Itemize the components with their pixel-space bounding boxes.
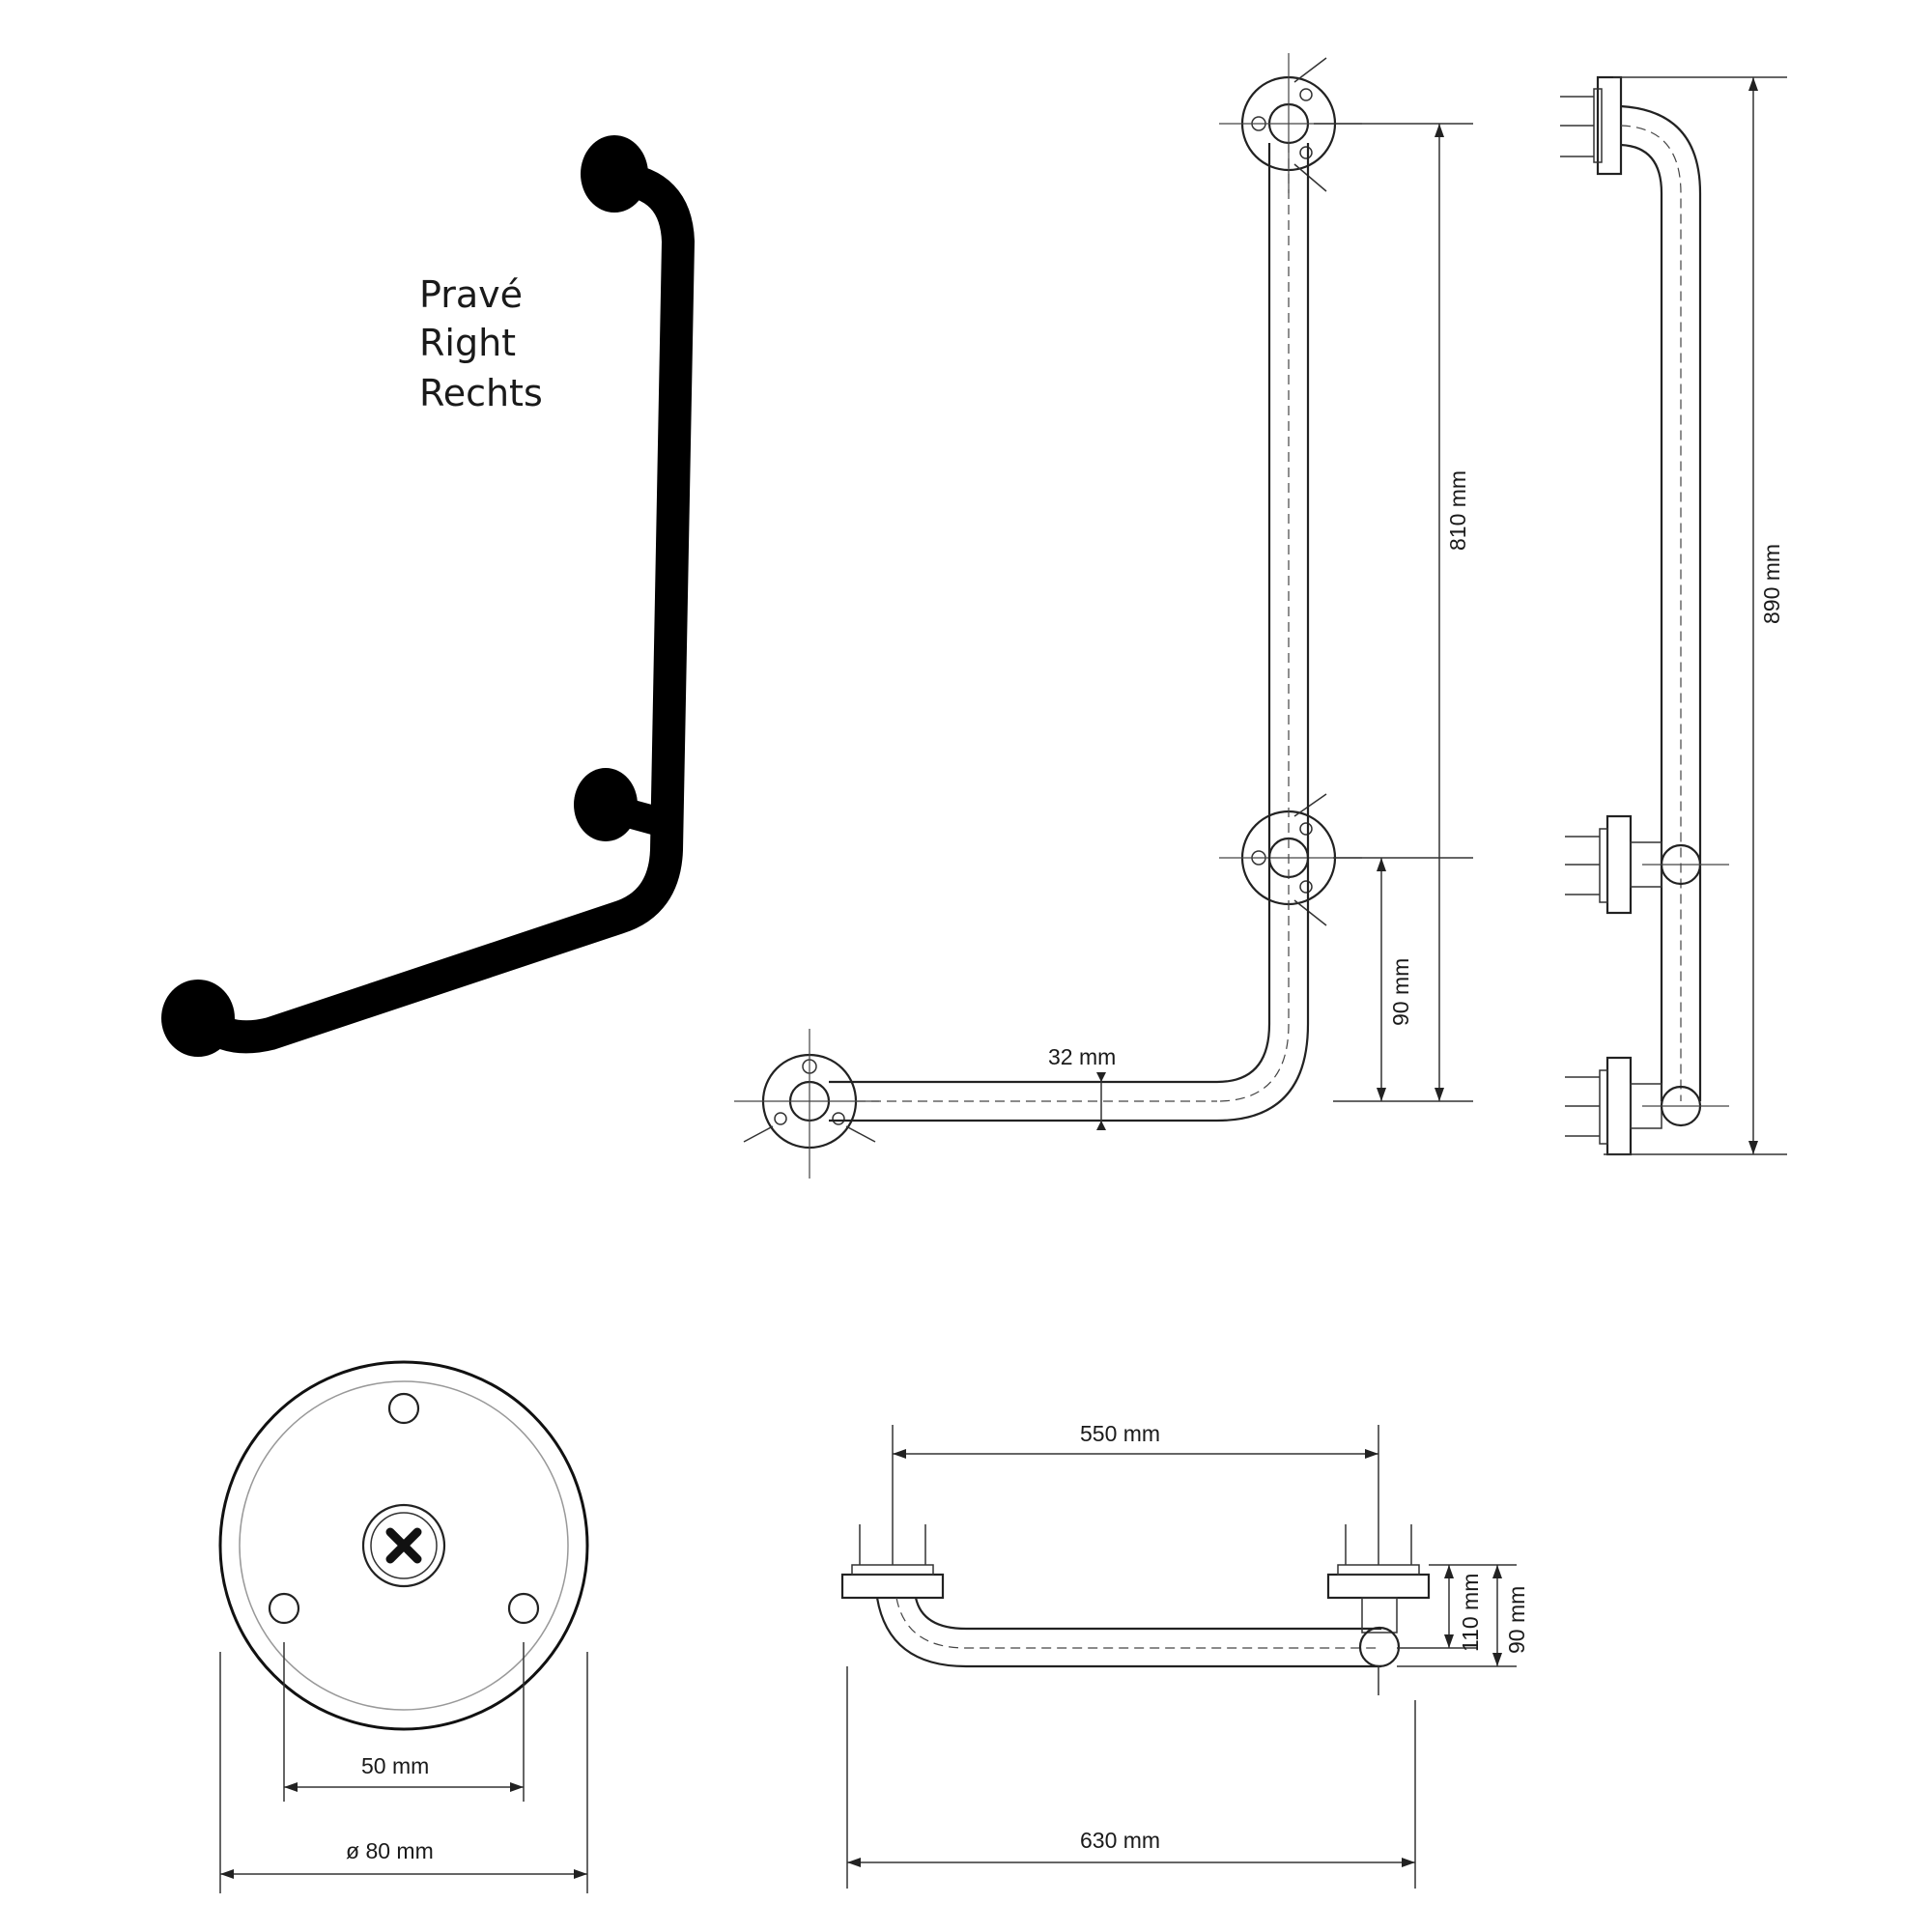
flange-detail-view [218, 1360, 589, 1893]
dim-height-890: 890 mm [1759, 544, 1784, 624]
label-side-de: Rechts [419, 372, 543, 414]
screw-head-icon [385, 1527, 422, 1564]
dim-depth-90: 90 mm [1504, 1586, 1529, 1654]
dim-flange-80: ø 80 mm [346, 1838, 434, 1863]
label-side-en: Right [419, 322, 516, 364]
dim-height-90: 90 mm [1388, 958, 1413, 1026]
dim-depth-110: 110 mm [1458, 1574, 1483, 1652]
dim-bolt-circle-50: 50 mm [361, 1753, 429, 1778]
dim-tube-diameter: 32 mm [1048, 1044, 1116, 1069]
dim-height-810: 810 mm [1445, 470, 1470, 551]
dim-inner-550: 550 mm [1080, 1421, 1160, 1446]
side-view [1560, 75, 1787, 1156]
grab-bar-product-image [161, 135, 695, 1057]
dim-overall-630: 630 mm [1080, 1828, 1160, 1853]
top-view [840, 1425, 1517, 1889]
front-view [734, 53, 1473, 1179]
label-side-cs: Pravé [419, 273, 523, 316]
